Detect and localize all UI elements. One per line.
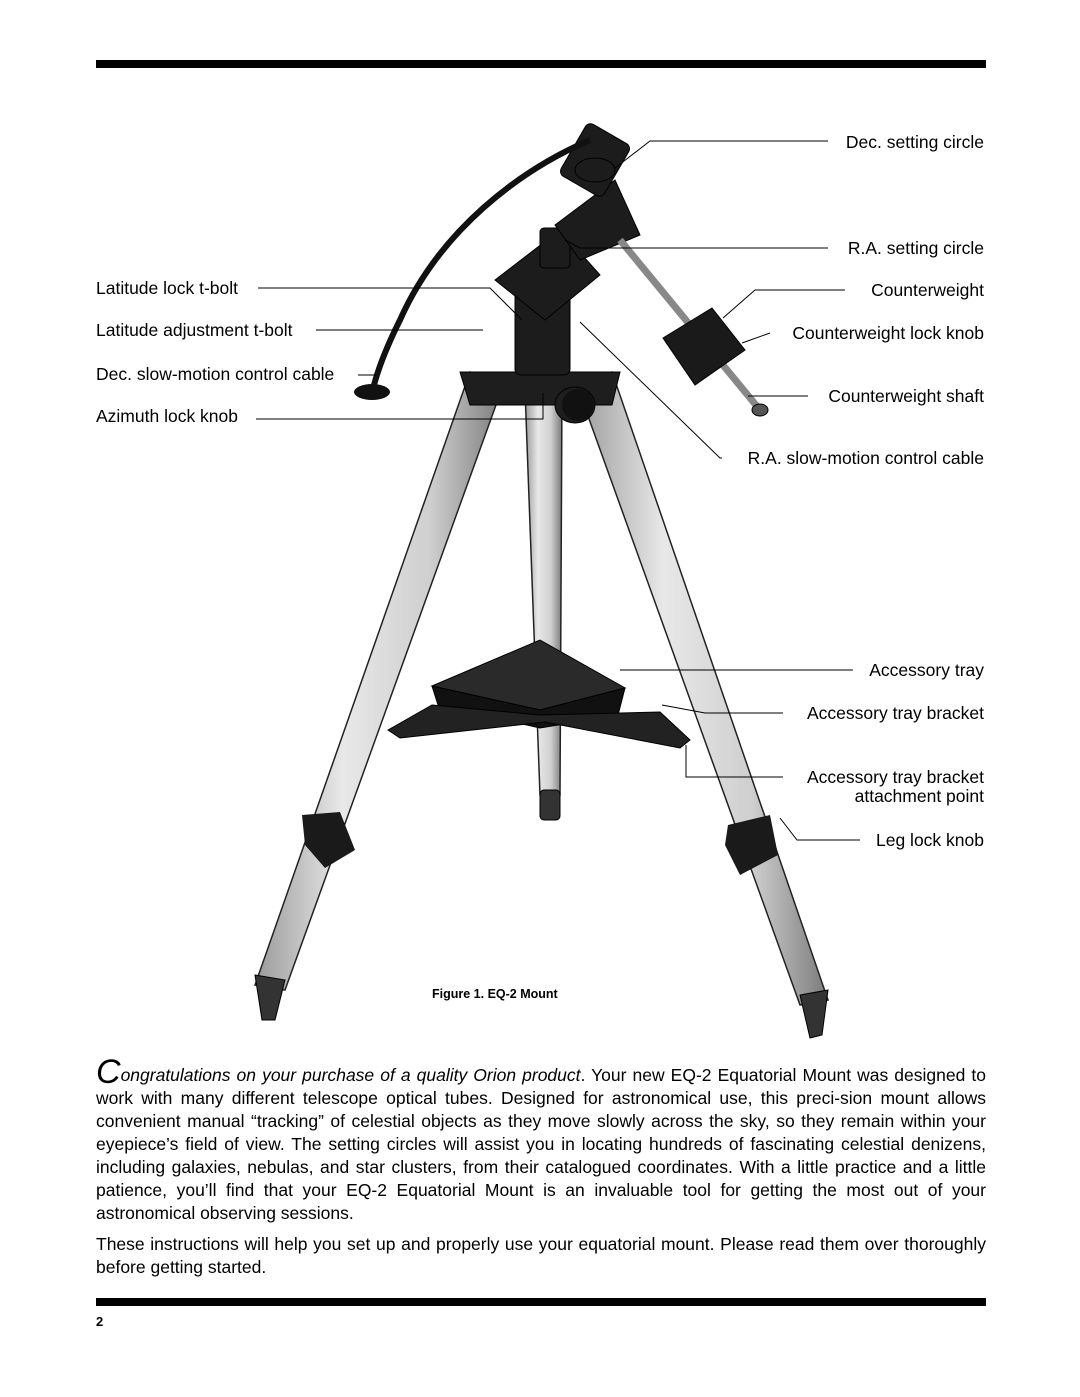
- label-leg-lock-knob: Leg lock knob: [876, 830, 984, 850]
- label-counterweight: Counterweight: [871, 280, 984, 300]
- label-azimuth-lock-knob: Azimuth lock knob: [96, 406, 239, 426]
- dec-slow-motion-cable: [371, 137, 592, 386]
- label-latitude-lock-tbolt: Latitude lock t-bolt: [96, 278, 239, 298]
- leg-feet: [254, 789, 829, 1039]
- intro-rest: . Your new EQ-2 Equatorial Mount was des…: [96, 1065, 986, 1223]
- figure-caption: Figure 1. EQ-2 Mount: [432, 987, 558, 1001]
- label-accessory-tray-bracket: Accessory tray bracket: [807, 703, 984, 723]
- label-counterweight-lock-knob: Counterweight lock knob: [792, 323, 984, 343]
- drop-cap: C: [96, 1053, 121, 1091]
- accessory-tray: [387, 639, 691, 749]
- label-accessory-tray: Accessory tray: [869, 660, 984, 680]
- label-counterweight-shaft: Counterweight shaft: [828, 386, 984, 406]
- label-bracket-attachment-line1: Accessory tray bracket: [807, 767, 984, 787]
- paragraph-intro: Congratulations on your purchase of a qu…: [96, 1055, 986, 1225]
- eq2-mount-figure: [253, 123, 860, 1039]
- intro-italic: ongratulations on your purchase of a qua…: [120, 1065, 581, 1085]
- leg-lock-clamps: [302, 812, 778, 875]
- azimuth-knob: [562, 389, 594, 421]
- label-bracket-attachment-line2: attachment point: [854, 786, 984, 806]
- bottom-rule: [96, 1298, 986, 1306]
- label-dec-setting-circle: Dec. setting circle: [845, 132, 984, 152]
- counterweight: [617, 237, 769, 417]
- mount-head: [494, 123, 641, 376]
- label-ra-setting-circle: R.A. setting circle: [847, 238, 984, 258]
- leader-lines: [256, 140, 860, 841]
- label-latitude-adjustment-tbolt: Latitude adjustment t-bolt: [96, 320, 293, 340]
- label-ra-slow-motion-cable: R.A. slow-motion control cable: [747, 448, 984, 468]
- page-number: 2: [96, 1314, 104, 1329]
- paragraph-instructions: These instructions will help you set up …: [96, 1234, 986, 1277]
- top-rule: [96, 60, 986, 68]
- label-dec-slow-motion-cable: Dec. slow-motion control cable: [96, 364, 335, 384]
